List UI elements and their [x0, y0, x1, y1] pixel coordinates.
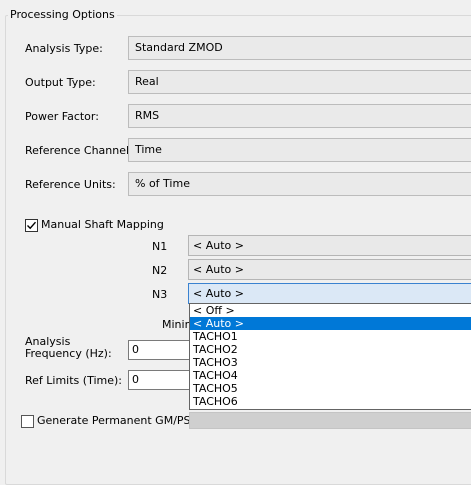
shaft-n1-label: N1 [152, 240, 168, 253]
power-factor-label: Power Factor: [25, 110, 99, 123]
shaft-n2-combo[interactable]: < Auto > [188, 259, 471, 280]
shaft-n3-dropdown-list: < Off > < Auto > TACHO1 TACHO2 TACHO3 TA… [189, 303, 471, 410]
reference-channel-field[interactable]: Time [128, 138, 471, 162]
shaft-n3-label: N3 [152, 288, 168, 301]
dropdown-option-tacho4[interactable]: TACHO4 [193, 369, 238, 382]
dropdown-option-off[interactable]: < Off > [193, 304, 235, 317]
shaft-n1-combo[interactable]: < Auto > [188, 235, 471, 256]
generate-gmps-field [189, 412, 471, 429]
power-factor-field[interactable]: RMS [128, 104, 471, 128]
dropdown-option-tacho5[interactable]: TACHO5 [193, 382, 238, 395]
shaft-n2-label: N2 [152, 264, 168, 277]
generate-gmps-label: Generate Permanent GM/PS [37, 414, 191, 427]
output-type-label: Output Type: [25, 76, 96, 89]
group-title: Processing Options [8, 8, 117, 22]
analysis-type-label: Analysis Type: [25, 42, 103, 55]
checkmark-icon [27, 221, 37, 230]
analysis-type-field[interactable]: Standard ZMOD [128, 36, 471, 60]
shaft-n3-combo[interactable]: < Auto > [188, 283, 471, 304]
ref-limits-input[interactable]: 0 [128, 370, 198, 390]
generate-gmps-checkbox[interactable] [21, 415, 34, 428]
dropdown-option-tacho3[interactable]: TACHO3 [193, 356, 238, 369]
analysis-frequency-label-line1: Analysis [25, 335, 71, 348]
manual-shaft-mapping-checkbox[interactable] [25, 219, 38, 232]
dropdown-option-auto[interactable]: < Auto > [190, 317, 471, 330]
dropdown-option-tacho1[interactable]: TACHO1 [193, 330, 238, 343]
dropdown-option-tacho2[interactable]: TACHO2 [193, 343, 238, 356]
reference-channel-label: Reference Channel: [25, 144, 133, 157]
manual-shaft-mapping-label: Manual Shaft Mapping [41, 218, 164, 231]
dropdown-option-tacho6[interactable]: TACHO6 [193, 395, 238, 408]
minimum-label: Minim [162, 318, 196, 331]
analysis-frequency-label-line2: Frequency (Hz): [25, 347, 112, 360]
reference-units-label: Reference Units: [25, 178, 116, 191]
output-type-field[interactable]: Real [128, 70, 471, 94]
ref-limits-label: Ref Limits (Time): [25, 374, 122, 387]
analysis-frequency-input[interactable]: 0 [128, 340, 198, 360]
reference-units-field[interactable]: % of Time [128, 172, 471, 196]
